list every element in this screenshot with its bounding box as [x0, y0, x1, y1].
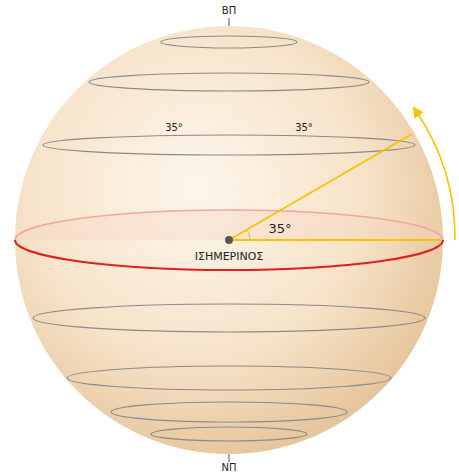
pole-label: ΝΠ [222, 462, 237, 473]
center-dot [225, 236, 233, 244]
equator-front [15, 240, 443, 270]
angle-arc [247, 229, 250, 240]
equator-label: ΙΣΗΜΕΡΙΝΟΣ [195, 251, 264, 263]
latitude-line [89, 73, 369, 91]
latitude-line [151, 427, 307, 441]
pole-tick [229, 454, 230, 462]
latitude-label: 35° [165, 122, 183, 133]
latitude-label: 35° [295, 122, 313, 133]
angle-label: 35° [268, 222, 291, 236]
pole-tick [229, 18, 230, 26]
latitude-line [67, 366, 391, 390]
latitude-line [161, 36, 297, 48]
radius-line [229, 239, 441, 241]
latitude-line [111, 402, 347, 422]
sphere [15, 26, 443, 454]
equator-back [15, 210, 443, 240]
pole-label: ΒΠ [222, 5, 236, 16]
rotation-arrow [416, 111, 455, 240]
latitude-line [43, 135, 415, 155]
radius-line [229, 134, 412, 240]
latitude-line [33, 304, 425, 332]
